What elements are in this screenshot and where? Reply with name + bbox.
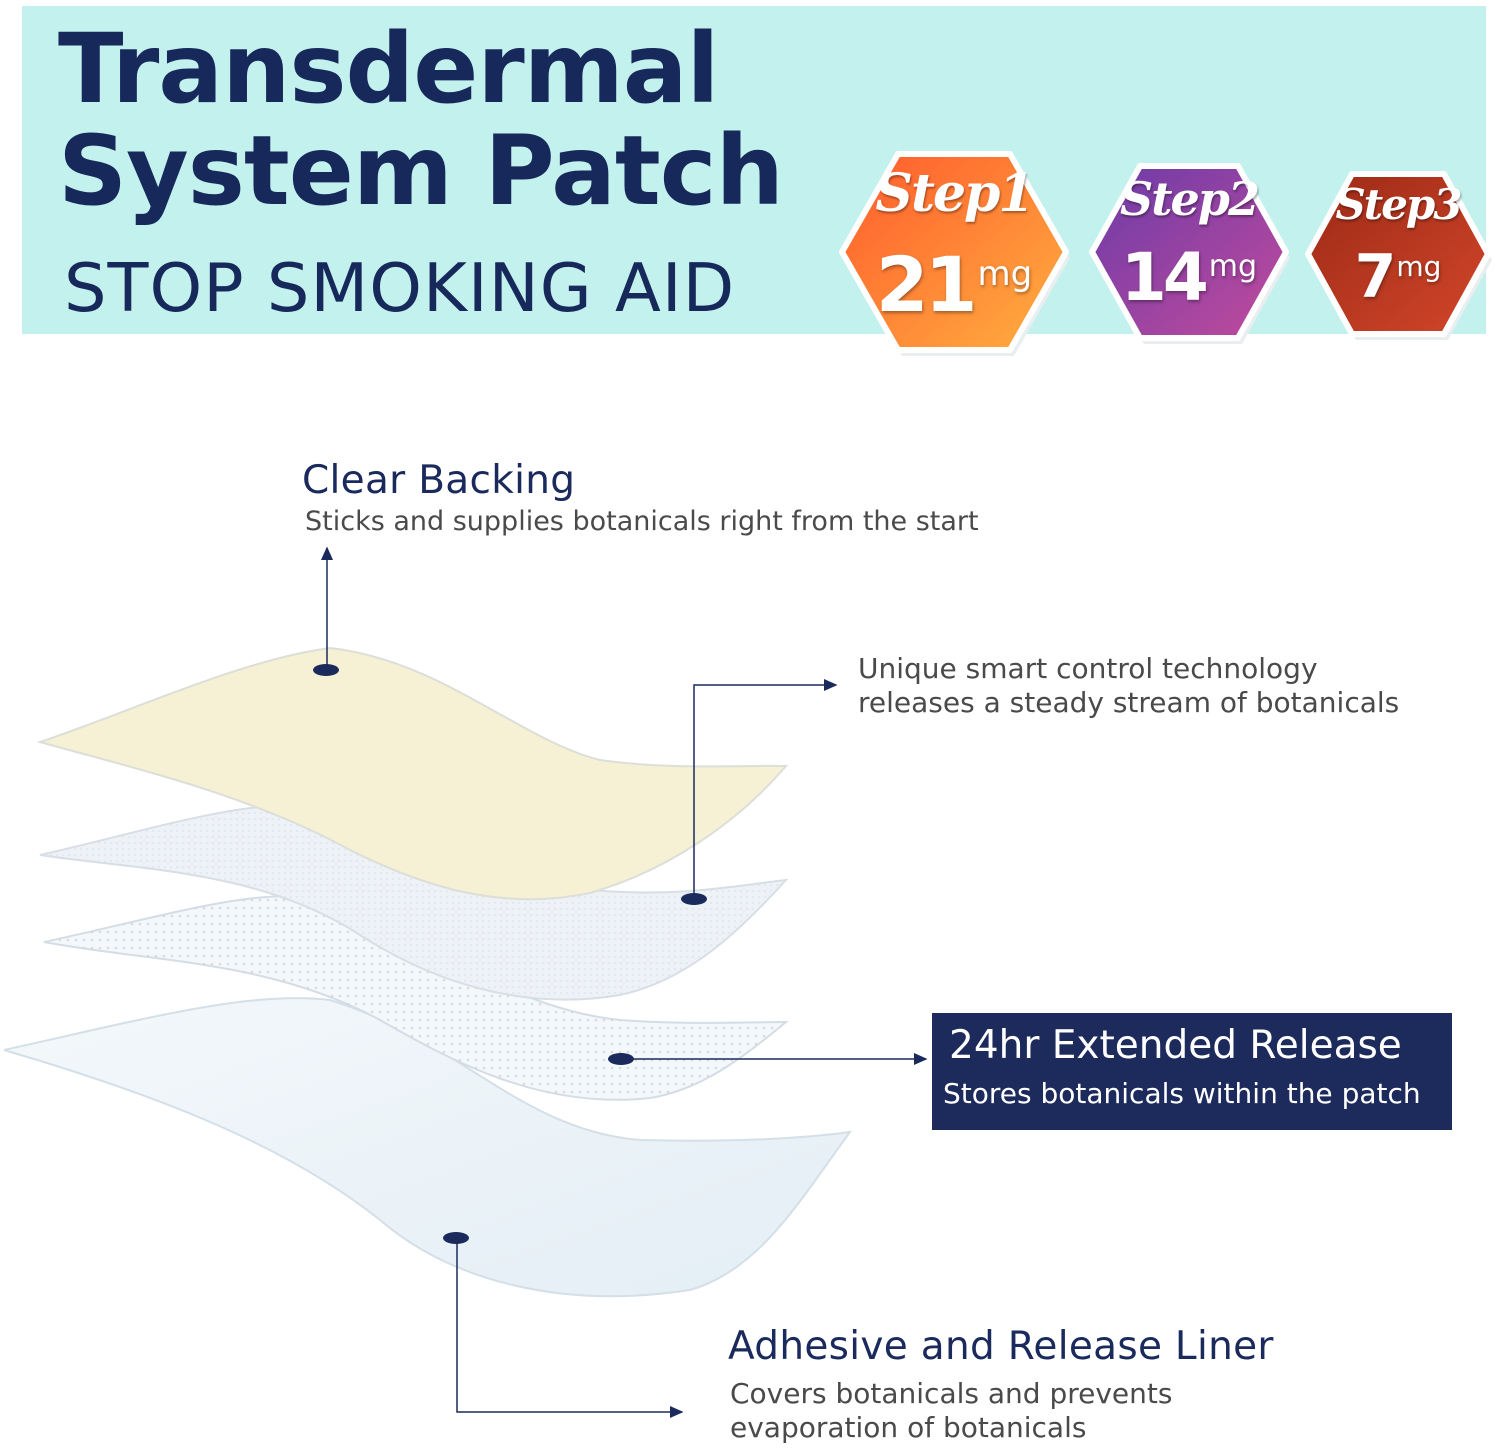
- adhesive-release-liner-layer: [3, 997, 853, 1298]
- adhesive-liner-connector: [456, 1238, 684, 1418]
- smart-control-dot: [681, 893, 707, 905]
- step-2-dose-unit: mg: [1208, 249, 1258, 284]
- page-subtitle: STOP SMOKING AID: [64, 249, 736, 327]
- page-title: Transdermal System Patch: [58, 13, 784, 227]
- step-1-dose-value: 21: [875, 240, 978, 329]
- smart-control-description-line-2: releases a steady stream of botanicals: [858, 686, 1400, 719]
- step-2-label: Step2: [1120, 172, 1260, 226]
- step-2-hexagon-icon: [1089, 163, 1290, 344]
- step-3-label: Step3: [1335, 180, 1462, 229]
- extended-release-dot: [608, 1053, 634, 1065]
- title-line-1: Transdermal: [58, 13, 719, 125]
- smart-control-description-line-1: Unique smart control technology: [858, 652, 1318, 685]
- extended-release-box: 24hr Extended Release Stores botanicals …: [932, 1013, 1452, 1130]
- step-1-dose-unit: mg: [977, 254, 1033, 294]
- step-3-hexagon-icon: [1305, 171, 1492, 340]
- patch-layers-illustration: [3, 646, 853, 1298]
- extended-release-description: Stores botanicals within the patch: [943, 1077, 1421, 1110]
- step-2-dose-value: 14: [1120, 239, 1209, 316]
- adhesive-liner-dot: [443, 1232, 469, 1244]
- clear-backing-description: Sticks and supplies botanicals right fro…: [305, 506, 979, 537]
- step-3-dose-unit: mg: [1396, 250, 1442, 283]
- adhesive-liner-description-line-1: Covers botanicals and prevents: [730, 1377, 1173, 1410]
- title-line-2: System Patch: [58, 115, 784, 227]
- step-3-dose-value: 7: [1354, 242, 1397, 312]
- clear-backing-heading: Clear Backing: [302, 458, 576, 503]
- step-1-hexagon-icon: [839, 151, 1070, 356]
- smart-control-connector: [693, 679, 838, 898]
- adhesive-liner-heading: Adhesive and Release Liner: [728, 1324, 1274, 1369]
- adhesive-liner-description-line-2: evaporation of botanicals: [730, 1411, 1087, 1444]
- extended-release-heading: 24hr Extended Release: [949, 1023, 1402, 1068]
- step-1-label: Step1: [875, 163, 1034, 224]
- clear-backing-dot: [313, 664, 339, 676]
